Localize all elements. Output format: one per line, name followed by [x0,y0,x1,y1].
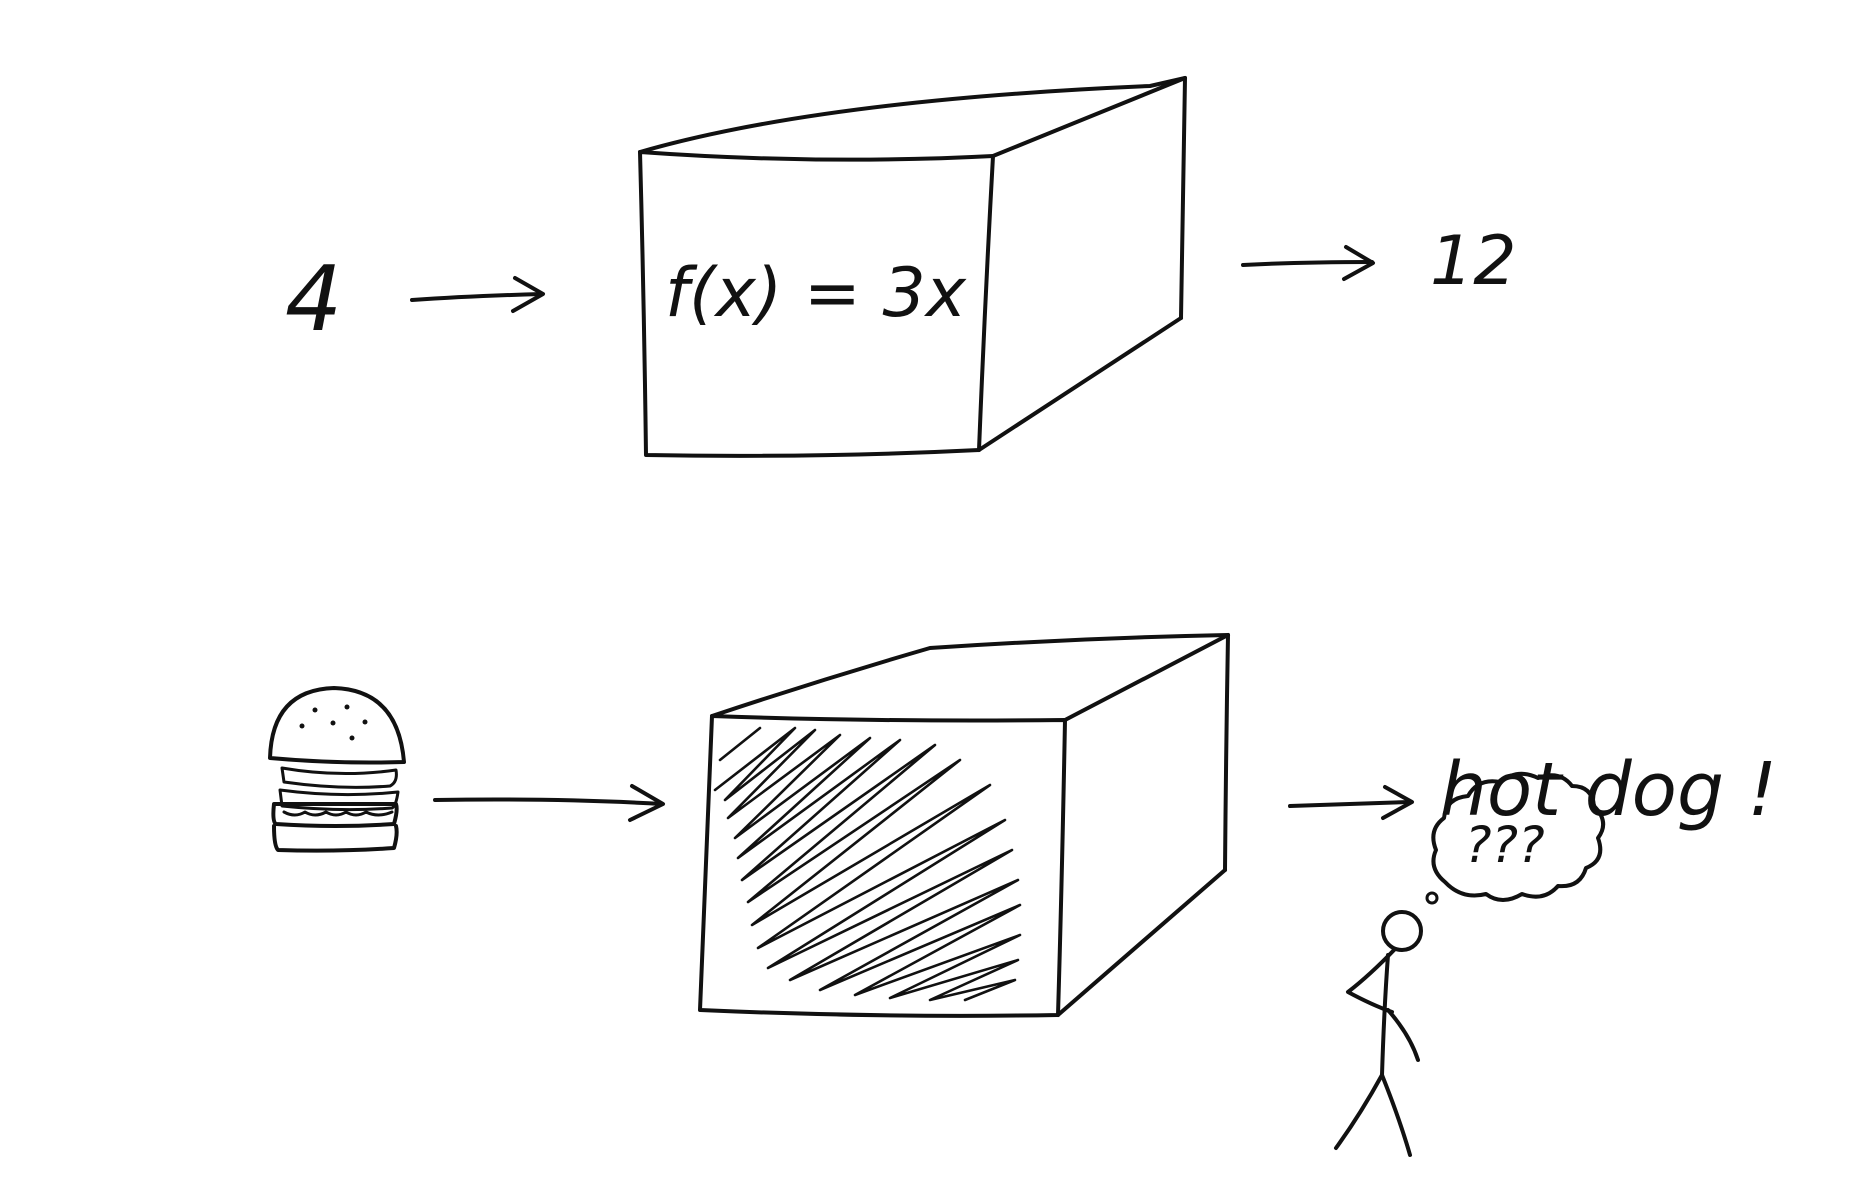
output-text: hot dog ! [1440,747,1777,833]
transparent-function-box [638,76,1187,458]
bottom-row: hot dog ! ??? [268,633,1777,1157]
output-arrow [1241,245,1375,281]
black-box [698,633,1230,1018]
box-hatching [713,726,1022,1002]
input-arrow-long [433,784,665,822]
top-row: 4 f(x) = 3x 12 [285,76,1517,458]
function-formula: f(x) = 3x [665,254,967,333]
output-arrow-short [1288,785,1414,820]
output-number: 12 [1430,222,1517,301]
input-arrow [410,276,545,313]
stick-figure [1334,910,1423,1157]
input-number: 4 [285,247,342,352]
hamburger-icon [268,686,406,853]
thought-text: ??? [1465,816,1545,874]
thought-bubble [1425,771,1606,905]
